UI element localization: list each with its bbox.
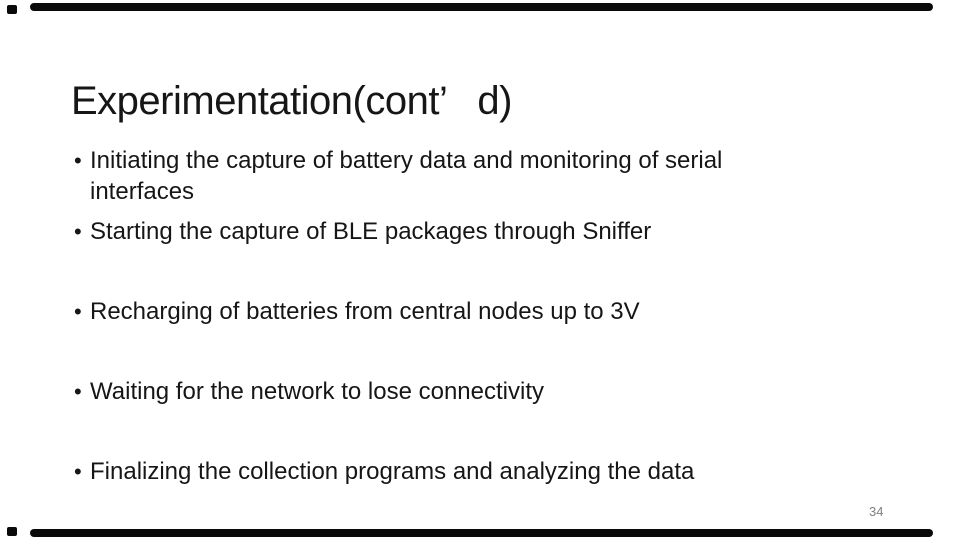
page-number: 34 xyxy=(869,504,884,519)
bullet-marker: • xyxy=(74,148,82,173)
bullet-item: • Recharging of batteries from central n… xyxy=(74,296,822,327)
slide-title: Experimentation(cont’ d) xyxy=(71,79,512,124)
bullet-item: • Waiting for the network to lose connec… xyxy=(74,376,822,407)
bullet-item: • Finalizing the collection programs and… xyxy=(74,456,822,487)
bullet-item: • Initiating the capture of battery data… xyxy=(74,145,822,207)
bullet-text: Initiating the capture of battery data a… xyxy=(90,147,723,205)
bullet-marker: • xyxy=(74,379,82,404)
bullet-text: Finalizing the collection programs and a… xyxy=(90,458,695,485)
slide-title-suffix: d) xyxy=(477,78,512,123)
slide-title-prefix: Experimentation(cont’ xyxy=(71,78,448,123)
bullet-text: Waiting for the network to lose connecti… xyxy=(90,378,544,405)
bullet-marker: • xyxy=(74,459,82,484)
bullet-marker: • xyxy=(74,219,82,244)
bottom-border-bar xyxy=(30,529,933,537)
bottom-left-corner-mark xyxy=(7,527,17,536)
bullet-text: Starting the capture of BLE packages thr… xyxy=(90,218,652,245)
bullet-marker: • xyxy=(74,299,82,324)
bullet-text: Recharging of batteries from central nod… xyxy=(90,298,640,325)
top-border-bar xyxy=(30,3,933,11)
bullet-item: • Starting the capture of BLE packages t… xyxy=(74,216,822,247)
top-left-corner-mark xyxy=(7,5,17,14)
